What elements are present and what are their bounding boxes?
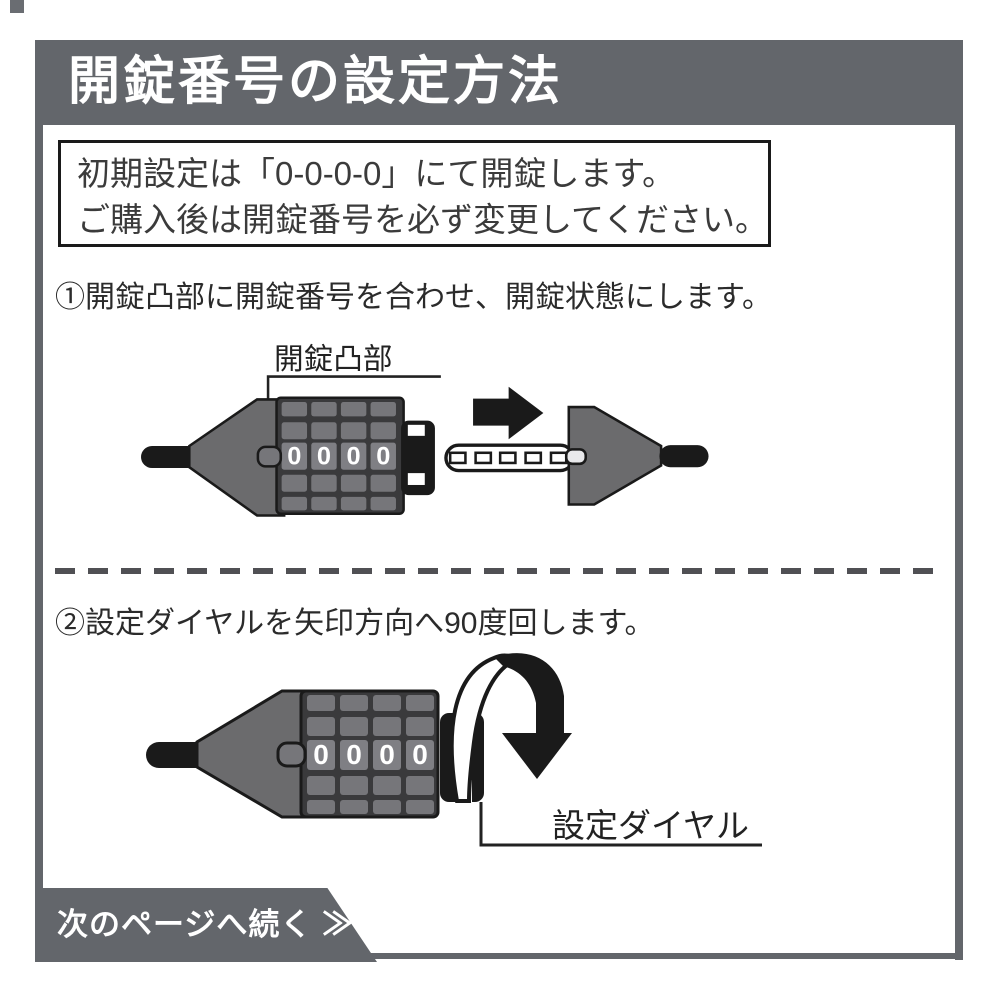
step-2-text: ②設定ダイヤルを矢印方向へ90度回します。 xyxy=(55,607,655,640)
frame-bottom-border xyxy=(35,953,963,959)
dial-digit: 0 xyxy=(412,739,428,770)
right-arrow-icon xyxy=(473,386,544,440)
clamp-slot-top xyxy=(407,424,425,436)
unlock-tab xyxy=(276,741,307,768)
shaft-tip xyxy=(564,448,587,466)
leader-line-setting-dial xyxy=(479,802,762,847)
dial-grid xyxy=(281,401,396,511)
right-end-cap xyxy=(659,445,709,468)
lock-cone-right xyxy=(567,405,663,506)
diagram-rotate: 0 0 0 0 設定ダイヤル xyxy=(146,653,762,847)
rotation-arrow-head-icon xyxy=(502,733,572,779)
page-title: 開錠番号の設定方法 xyxy=(68,53,564,111)
title-bar xyxy=(35,40,963,125)
dial-digit: 0 xyxy=(287,443,301,471)
dial-digit: 0 xyxy=(376,443,390,471)
dial-digit: 0 xyxy=(379,739,395,770)
notice-line-2: ご購入後は開錠番号を必ず変更してください。 xyxy=(77,201,769,238)
step-1-text: ①開錠凸部に開錠番号を合わせ、開錠状態にします。 xyxy=(55,281,772,314)
corner-mark xyxy=(10,0,24,13)
dial-digit: 0 xyxy=(313,739,329,770)
frame-right-border xyxy=(955,125,963,960)
left-end-cap xyxy=(146,742,210,768)
notice-box: 初期設定は「0-0-0-0」にて開錠します。 ご購入後は開錠番号を必ず変更してく… xyxy=(58,140,771,247)
dial-digit: 0 xyxy=(317,443,331,471)
setting-dial-label: 設定ダイヤル xyxy=(552,807,749,844)
dial-digit: 0 xyxy=(347,443,361,471)
notice-line-1: 初期設定は「0-0-0-0」にて開錠します。 xyxy=(77,155,676,192)
dial-digits: 0 0 0 0 xyxy=(313,739,428,770)
unlock-tab xyxy=(256,445,283,468)
left-end-cap xyxy=(141,446,201,469)
diagram-unlock: 開錠凸部 0 0 0 0 xyxy=(141,343,709,517)
shaft-holes xyxy=(448,451,568,465)
footer-next-page-text: 次のページへ続く ≫ xyxy=(57,907,354,942)
unlock-tab-label: 開錠凸部 xyxy=(274,343,393,376)
dial-digits: 0 0 0 0 xyxy=(287,443,390,471)
lock-cone-left xyxy=(188,398,286,517)
footer-banner xyxy=(35,888,377,962)
rotation-arrow-arc-icon xyxy=(494,653,564,736)
dial-grid xyxy=(307,695,434,814)
frame-left-border xyxy=(35,125,43,960)
clamp-slot-bottom xyxy=(407,473,425,485)
dial-digit: 0 xyxy=(346,739,362,770)
dashed-divider xyxy=(55,568,943,574)
